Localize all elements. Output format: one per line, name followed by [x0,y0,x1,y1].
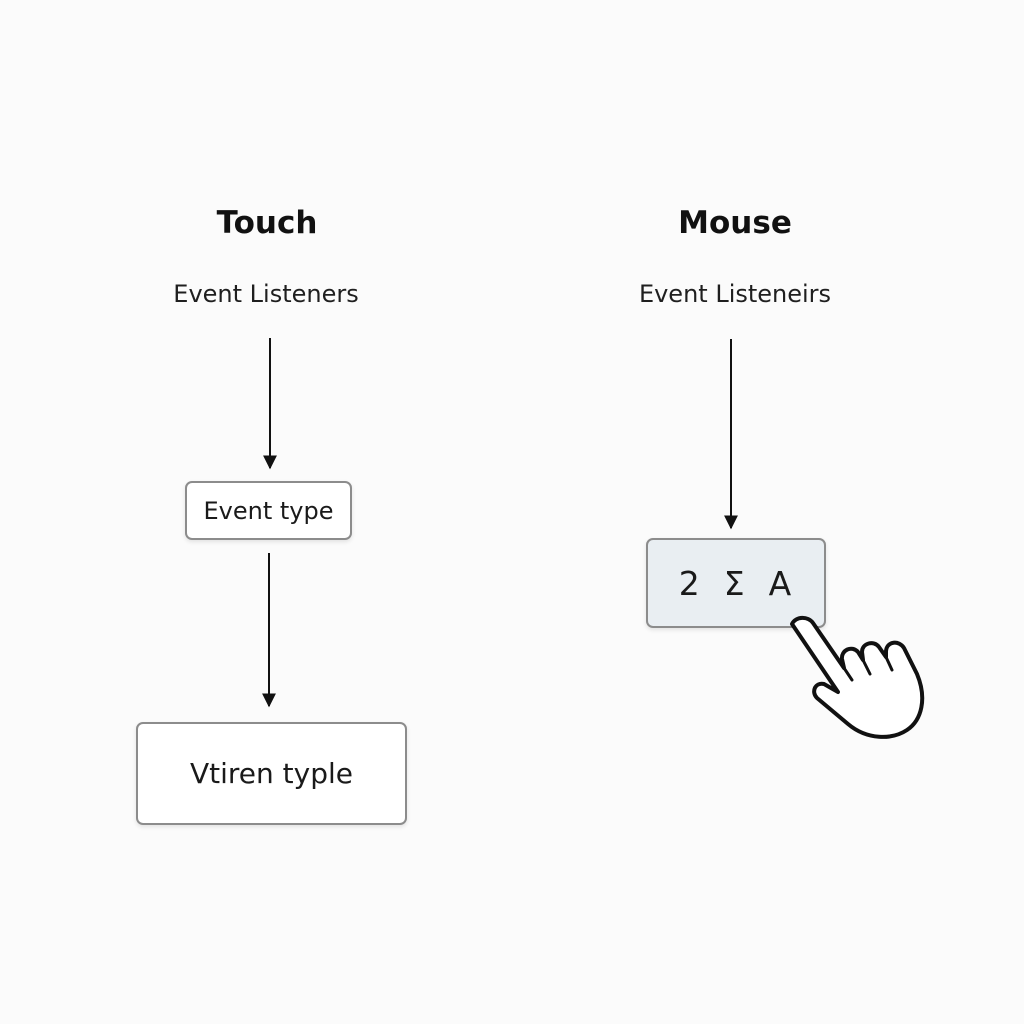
key-glyph-3: A [768,563,794,603]
mouse-heading: Mouse [678,205,792,241]
touch-subheading: Event Listeners [173,280,359,308]
touch-event-type-box: Event type [185,481,352,540]
touch-bottom-box: Vtiren typle [136,722,407,825]
key-glyph-2: Σ [723,563,747,603]
mouse-key-box[interactable]: 2 Σ A [646,538,826,628]
touch-heading: Touch [216,205,318,241]
mouse-subheading: Event Listeneirs [638,280,832,308]
hand-pointer-icon [790,615,925,739]
key-glyph-1: 2 [678,563,702,603]
